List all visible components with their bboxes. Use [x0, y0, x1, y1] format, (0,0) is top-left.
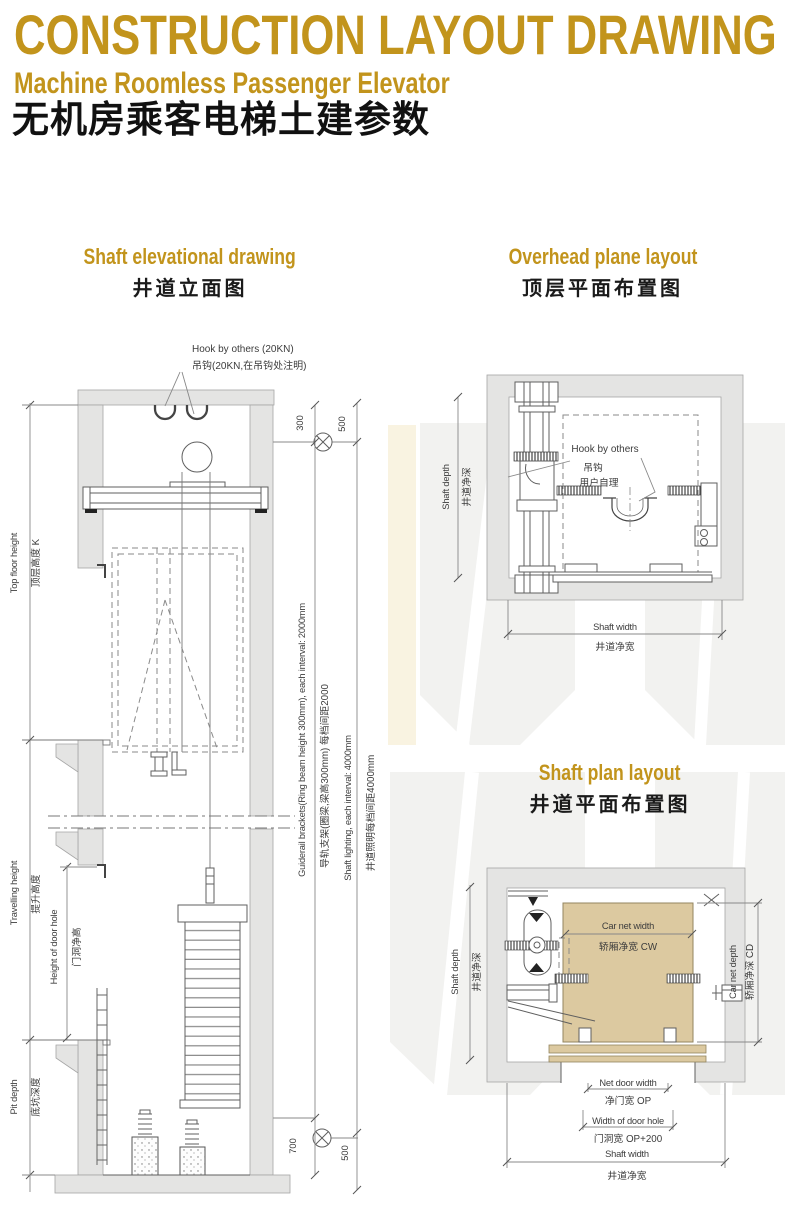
- plan-car-depth-en: Car net depth: [728, 945, 738, 999]
- elevation-heading-en: Shaft elevational drawing: [83, 244, 297, 269]
- dim-500-bottom: 500: [340, 1145, 350, 1161]
- plan-shaft-depth-zh: 井道净深: [470, 952, 483, 991]
- plan-net-door-zh: 净门宽 OP: [605, 1094, 652, 1107]
- label-guiderail-zh: 导轨支架(圈梁,梁高300mm) 每档间距2000: [318, 683, 331, 868]
- label-pit-depth-en: Pit depth: [9, 1080, 19, 1115]
- overhead-hook-en: Hook by others: [571, 444, 638, 455]
- plan-car-width-en: Car net width: [602, 921, 654, 931]
- overhead-plan-drawing: Hook by others 吊钩 用户自理 Shaft depth 井道净深 …: [441, 374, 744, 653]
- plan-door-hole-en: Width of door hole: [592, 1116, 664, 1126]
- plan-shaft-width-zh: 井道净宽: [607, 1169, 646, 1182]
- elevation-labels: Hook by others (20KN) 吊钩(20KN,在吊钩处注明) To…: [9, 344, 377, 1161]
- overhead-heading: Overhead plane layout 顶层平面布置图: [430, 244, 775, 301]
- shaft-lighting-symbols: [273, 432, 358, 1148]
- label-top-floor-height-en: Top floor height: [9, 532, 19, 593]
- label-lighting-zh: 井道照明每档间距4000mm: [364, 755, 377, 872]
- page-subtitle-en: Machine Roomless Passenger Elevator: [14, 67, 450, 100]
- overhead-shaft-depth-zh: 井道净深: [460, 467, 473, 506]
- plan-dimensions: [465, 882, 763, 1168]
- pit-ladder: [96, 988, 108, 1165]
- plan-heading: Shaft plan layout 井道平面布置图: [440, 760, 780, 817]
- overhead-heading-zh: 顶层平面布置图: [522, 278, 683, 300]
- ropes: [181, 472, 211, 868]
- break-lines: [48, 815, 295, 829]
- plan-shaft-width-en: Shaft width: [605, 1149, 649, 1159]
- label-lighting-en: Shaft lighting, each interval: 4000mm: [343, 735, 353, 881]
- machine-bracket: [513, 451, 602, 512]
- label-door-hole-height-zh: 门洞净高: [70, 927, 83, 966]
- landing-door-brackets: [97, 564, 106, 878]
- plan-door-hole-zh: 门洞宽 OP+200: [594, 1132, 663, 1145]
- rail-brackets-plan: [554, 893, 743, 1002]
- label-travelling-height-zh: 提升高度: [29, 874, 42, 913]
- car-safety-gear: [150, 751, 187, 777]
- dimension-lines: [22, 371, 362, 1195]
- plan-heading-en: Shaft plan layout: [539, 760, 681, 785]
- overhead-labels: Hook by others 吊钩 用户自理 Shaft depth 井道净深 …: [441, 444, 639, 653]
- overhead-shaft-width-zh: 井道净宽: [595, 640, 634, 653]
- elevation-heading: Shaft elevational drawing 井道立面图: [20, 244, 360, 301]
- hook-symbol: [603, 487, 657, 531]
- plan-labels: Car net width 轿厢净宽 CW Shaft depth 井道净深 C…: [450, 921, 756, 1182]
- overhead-dimensions: [453, 392, 727, 640]
- pit-buffers: [103, 1109, 250, 1176]
- watermark-cream-strip: [388, 425, 416, 745]
- elevation-drawing: Hook by others (20KN) 吊钩(20KN,在吊钩处注明) To…: [9, 344, 377, 1195]
- shaft-plan-drawing: Car net width 轿厢净宽 CW Shaft depth 井道净深 C…: [450, 867, 763, 1182]
- hook-note-zh: 吊钩(20KN,在吊钩处注明): [192, 359, 306, 372]
- counterweight: [177, 867, 248, 1109]
- label-travelling-height-en: Travelling height: [9, 860, 19, 925]
- overhead-heading-en: Overhead plane layout: [508, 244, 697, 269]
- label-guiderail-en: Guiderail brackets(Ring beam height 300m…: [297, 603, 307, 877]
- overhead-shaft-depth-en: Shaft depth: [441, 464, 451, 509]
- rail-bracket-right: [667, 482, 718, 547]
- plan-shaft-depth-en: Shaft depth: [450, 949, 460, 994]
- car-outline-overhead: [552, 414, 713, 583]
- elevation-heading-zh: 井道立面图: [132, 278, 248, 300]
- dim-300: 300: [295, 415, 305, 431]
- page-title: CONSTRUCTION LAYOUT DRAWING: [14, 3, 777, 66]
- overhead-shaft-width-en: Shaft width: [593, 622, 637, 632]
- counterweight-plan: [504, 890, 596, 1025]
- plan-heading-zh: 井道平面布置图: [529, 794, 691, 816]
- hoisting-hooks: [153, 405, 209, 421]
- overhead-hook-zh2: 用户自理: [579, 476, 618, 489]
- dim-500-top: 500: [337, 416, 347, 432]
- traction-machine: [82, 441, 269, 513]
- label-top-floor-height-zh: 顶层高度 K: [29, 538, 42, 587]
- plan-car-depth-zh: 轿厢净深 CD: [743, 944, 756, 1000]
- plan-car-width-zh: 轿厢净宽 CW: [599, 940, 658, 953]
- label-pit-depth-zh: 底坑深度: [29, 1077, 42, 1116]
- label-door-hole-height-en: Height of door hole: [49, 910, 59, 985]
- plan-net-door-en: Net door width: [599, 1078, 656, 1088]
- car-outline: [111, 547, 244, 753]
- hook-note-en: Hook by others (20KN): [192, 344, 294, 355]
- dim-700: 700: [288, 1138, 298, 1154]
- overhead-hook-zh1: 吊钩: [583, 462, 603, 474]
- page-subtitle-zh: 无机房乘客电梯土建参数: [12, 99, 430, 140]
